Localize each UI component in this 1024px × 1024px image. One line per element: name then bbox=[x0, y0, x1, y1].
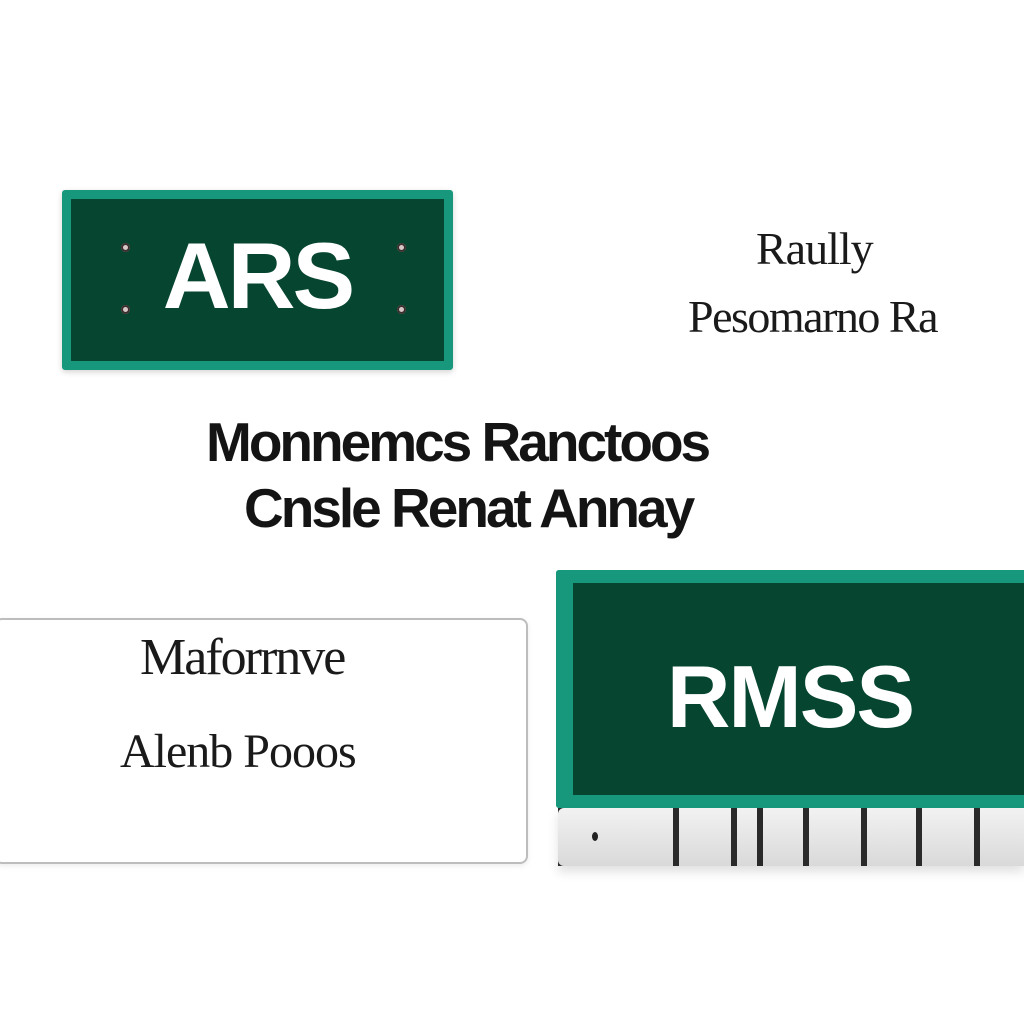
bolt-icon bbox=[397, 243, 406, 252]
rmss-sign-label: RMSS bbox=[666, 647, 915, 746]
top-right-line-1: Raully bbox=[756, 223, 874, 274]
bolt-icon bbox=[121, 243, 130, 252]
info-panel: Maforrnve Alenb Pooos bbox=[0, 618, 528, 864]
panel-line-1: Maforrnve bbox=[140, 629, 346, 686]
rack-cell bbox=[922, 808, 975, 866]
bolt-icon bbox=[121, 305, 130, 314]
panel-line-2: Alenb Pooos bbox=[120, 725, 357, 778]
rmss-sign: RMSS bbox=[556, 570, 1024, 808]
headline-line-2: Cnsle Renat Annay bbox=[244, 477, 695, 539]
rack-cell bbox=[763, 808, 803, 866]
rack-base bbox=[558, 808, 1024, 866]
bolt-icon bbox=[397, 305, 406, 314]
ars-sign-label: ARS bbox=[162, 223, 355, 328]
rack-cell bbox=[558, 808, 674, 866]
ars-sign: ARS bbox=[62, 190, 453, 370]
rack-cell bbox=[980, 808, 1024, 866]
rack-dot-icon bbox=[592, 832, 598, 841]
rack-cell bbox=[866, 808, 917, 866]
rack-cell bbox=[679, 808, 732, 866]
top-right-line-2: Pesomarno Ra bbox=[688, 291, 939, 342]
headline-line-1: Monnemcs Ranctoos bbox=[206, 411, 711, 473]
rack-cell bbox=[808, 808, 861, 866]
rack-cell bbox=[737, 808, 758, 866]
